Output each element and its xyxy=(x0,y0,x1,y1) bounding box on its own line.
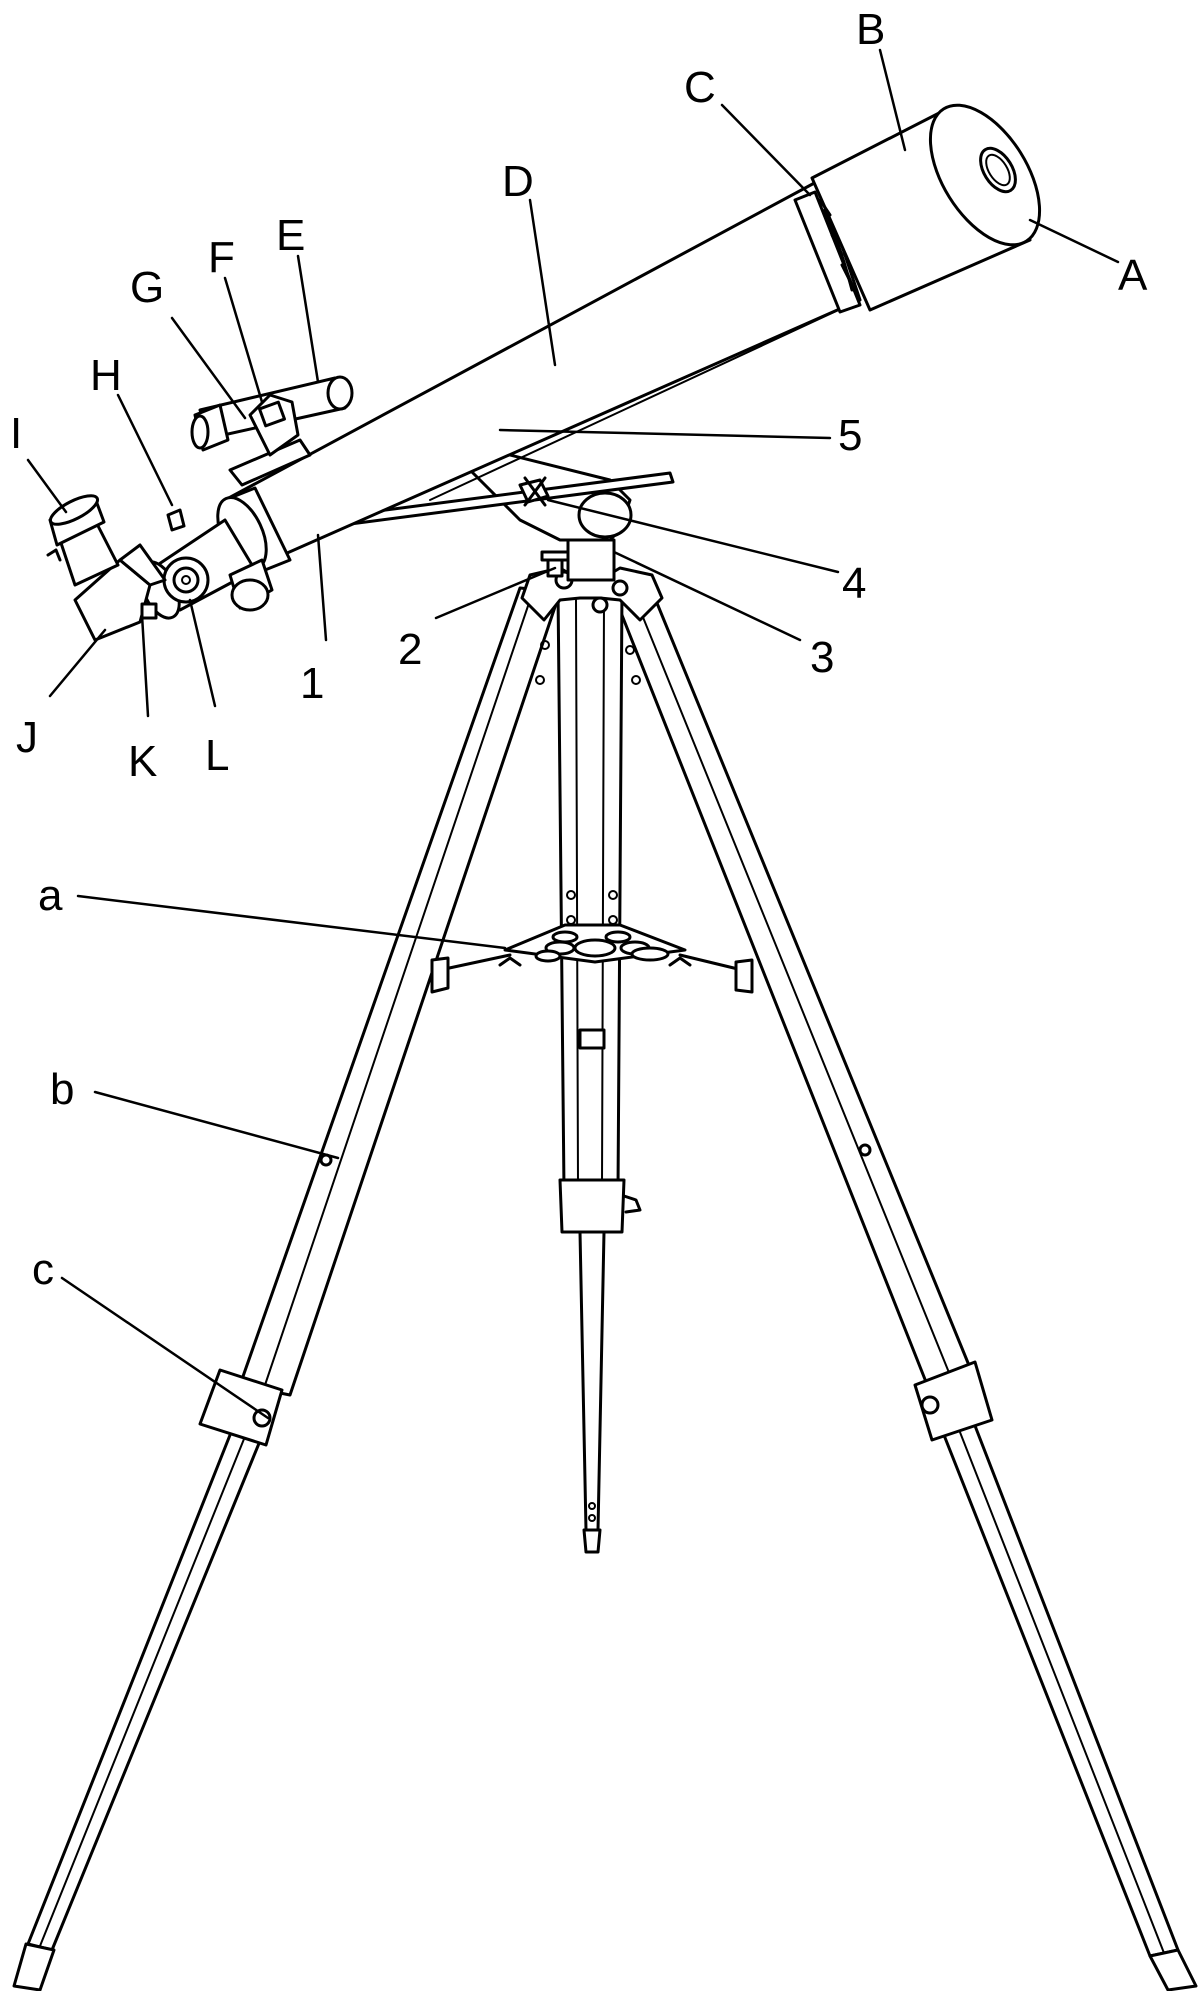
label-E: E xyxy=(276,211,305,260)
leader-a xyxy=(76,894,507,950)
tripod-foot-right xyxy=(1148,1948,1198,1991)
label-K: K xyxy=(128,737,157,786)
leader-H xyxy=(116,393,174,507)
label-3: 3 xyxy=(810,633,834,682)
label-J: J xyxy=(16,713,38,762)
leg-clamp-right xyxy=(913,1360,994,1442)
label-L: L xyxy=(205,731,229,780)
clamp-screw-left xyxy=(252,1408,272,1428)
label-B: B xyxy=(856,5,885,54)
optical-tube xyxy=(46,103,1042,642)
leader-B xyxy=(878,48,907,152)
leader-C xyxy=(720,103,812,197)
label-D: D xyxy=(502,157,534,206)
leader-D xyxy=(528,198,557,367)
eyepiece xyxy=(46,494,120,587)
accessory-tray xyxy=(430,923,754,994)
label-2: 2 xyxy=(398,625,422,674)
leader-J xyxy=(48,628,107,698)
tripod-leg-left-lower xyxy=(26,1428,264,1952)
label-I: I xyxy=(10,409,22,458)
leader-3 xyxy=(612,550,802,642)
mount-base xyxy=(566,538,616,582)
leader-5 xyxy=(498,428,832,440)
label-A: A xyxy=(1118,251,1148,300)
leader-2 xyxy=(434,566,557,620)
label-H: H xyxy=(90,351,122,400)
part-labels: A B C D E F G H I J K L 1 2 3 4 5 a b c xyxy=(10,5,1148,1294)
leader-I xyxy=(26,458,68,514)
leader-F xyxy=(223,276,264,404)
leg-clamp-middle xyxy=(558,1178,626,1234)
finder-scope xyxy=(190,375,354,487)
dew-shield xyxy=(793,103,1042,314)
tripod-leg-left-upper xyxy=(238,586,562,1397)
tripod-leg-middle-upper xyxy=(556,588,624,1192)
leader-L xyxy=(188,598,217,708)
label-G: G xyxy=(130,263,164,312)
leader-c xyxy=(60,1276,270,1420)
leader-4 xyxy=(546,498,840,574)
label-c: c xyxy=(32,1245,54,1294)
leader-b xyxy=(93,1090,340,1160)
leader-E xyxy=(296,254,320,384)
finder-bracket-screw xyxy=(166,508,186,532)
label-5: 5 xyxy=(838,411,862,460)
leader-lines xyxy=(26,48,1120,1420)
label-F: F xyxy=(208,233,235,282)
leader-A xyxy=(1028,218,1120,264)
label-b: b xyxy=(50,1065,74,1114)
tripod-foot-left xyxy=(12,1942,56,1991)
label-4: 4 xyxy=(842,559,866,608)
tripod-leg-middle-lower xyxy=(578,1230,606,1532)
leader-K xyxy=(140,613,150,718)
tripod xyxy=(12,566,1198,1991)
label-1: 1 xyxy=(300,659,324,708)
leader-1 xyxy=(316,533,328,642)
label-a: a xyxy=(38,871,63,920)
diagonal-set-screw xyxy=(140,602,158,620)
dust-cap-aperture xyxy=(979,146,1017,194)
label-C: C xyxy=(684,63,716,112)
leader-G xyxy=(170,316,247,420)
